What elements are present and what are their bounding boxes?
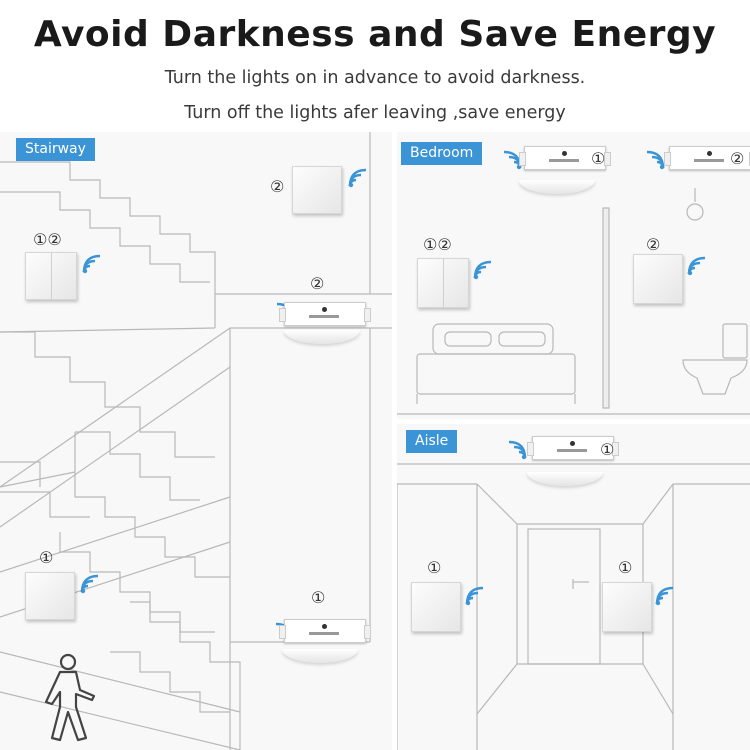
marker-one-two: ①② (423, 235, 452, 254)
smart-relay-module[interactable] (279, 619, 371, 643)
marker-two: ② (646, 235, 661, 254)
wall-switch-single[interactable] (411, 582, 461, 632)
marker-two: ② (310, 274, 325, 293)
bedroom-label: Bedroom (401, 142, 483, 165)
marker-one: ① (311, 588, 326, 607)
wifi-signal-icon (653, 584, 677, 608)
wall-switch-double[interactable] (417, 258, 469, 308)
ceiling-lamp (527, 472, 603, 486)
wifi-signal-icon (471, 258, 495, 282)
wall-switch-single[interactable] (292, 166, 342, 214)
ceiling-lamp (284, 330, 360, 344)
bedroom-panel: Bedroom ① ② ①② ② (397, 132, 750, 419)
marker-one: ① (39, 548, 54, 567)
stairway-scene-lines (0, 132, 392, 750)
smart-relay-module[interactable] (527, 436, 619, 460)
aisle-label: Aisle (406, 430, 458, 453)
wifi-signal-icon (463, 584, 487, 608)
marker-one: ① (427, 558, 442, 577)
wall-switch-single[interactable] (25, 572, 75, 620)
wall-switch-single[interactable] (633, 254, 683, 304)
marker-two: ② (730, 149, 745, 168)
wall-switch-single[interactable] (602, 582, 652, 632)
wifi-signal-icon (685, 254, 709, 278)
wall-switch-double[interactable] (25, 252, 77, 300)
marker-one: ① (591, 149, 606, 168)
subtitle-line-2: Turn off the lights afer leaving ,save e… (184, 103, 566, 123)
wifi-signal-icon (80, 252, 104, 276)
bedroom-scene-lines (397, 188, 750, 415)
stairway-label: Stairway (16, 138, 95, 161)
ceiling-lamp (282, 649, 358, 663)
smart-relay-module[interactable] (664, 146, 750, 170)
smart-relay-module[interactable] (279, 302, 371, 326)
marker-one: ① (618, 558, 633, 577)
wifi-signal-icon (78, 572, 102, 596)
marker-one: ① (600, 440, 615, 459)
walking-person-icon (44, 653, 96, 742)
page-title: Avoid Darkness and Save Energy (33, 14, 717, 55)
aisle-panel: Aisle ① ① ① (397, 424, 750, 750)
smart-relay-module[interactable] (519, 146, 611, 170)
marker-one-two: ①② (33, 230, 62, 249)
ceiling-lamp (519, 180, 595, 194)
wifi-signal-icon (346, 166, 370, 190)
stairway-panel: Stairway ② ①② ② ① ① (0, 132, 392, 750)
subtitle-line-1: Turn the lights on in advance to avoid d… (164, 68, 586, 88)
marker-two: ② (270, 177, 285, 196)
wifi-signal-icon (505, 438, 529, 462)
